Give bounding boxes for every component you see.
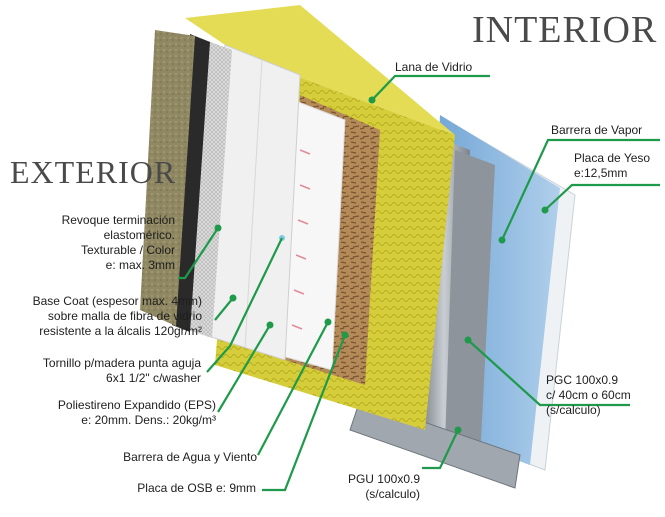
- placa-de-yeso-line-2: e:12,5mm: [574, 166, 650, 181]
- label-revoque: Revoque terminación elastomérico. Textur…: [62, 213, 175, 273]
- base-coat-line-2: sobre malla de fibra de vidrio: [33, 309, 202, 324]
- label-barrera-de-vapor: Barrera de Vapor: [551, 123, 642, 138]
- placa-de-yeso-line-1: Placa de Yeso: [574, 151, 650, 166]
- label-tornillo: Tornillo p/madera punta aguja 6x1 1/2" c…: [43, 356, 201, 386]
- interior-heading: INTERIOR: [472, 8, 657, 52]
- label-placa-de-yeso: Placa de Yeso e:12,5mm: [574, 151, 650, 181]
- pgu-line-2: (s/calculo): [348, 487, 420, 502]
- label-base-coat: Base Coat (espesor max. 4mm) sobre malla…: [33, 294, 202, 339]
- label-lana-de-vidrio: Lana de Vidrio: [395, 60, 472, 75]
- tornillo-line-1: Tornillo p/madera punta aguja: [43, 356, 201, 371]
- revoque-line-4: e: max. 3mm: [62, 258, 175, 273]
- revoque-line-2: elastomérico.: [62, 228, 175, 243]
- revoque-line-3: Texturable / Color: [62, 243, 175, 258]
- label-pgc: PGC 100x0.9 c/ 40cm o 60cm (s/calculo): [546, 373, 631, 418]
- base-coat-line-3: resistente a la álcalis 120gr/m²: [33, 324, 202, 339]
- label-barrera-agua-viento: Barrera de Agua y Viento: [123, 450, 257, 465]
- exterior-heading: EXTERIOR: [10, 154, 176, 191]
- label-pgu: PGU 100x0.9 (s/calculo): [348, 472, 420, 502]
- label-eps: Poliestireno Expandido (EPS) e: 20mm. De…: [58, 398, 216, 428]
- pgc-line-1: PGC 100x0.9: [546, 373, 631, 388]
- pgu-line-1: PGU 100x0.9: [348, 472, 420, 487]
- revoque-line-1: Revoque terminación: [62, 213, 175, 228]
- base-coat-line-1: Base Coat (espesor max. 4mm): [33, 294, 202, 309]
- eps-line-2: e: 20mm. Dens.: 20kg/m³: [58, 413, 216, 428]
- eps-line-1: Poliestireno Expandido (EPS): [58, 398, 216, 413]
- tornillo-line-2: 6x1 1/2" c/washer: [43, 371, 201, 386]
- pgc-line-2: c/ 40cm o 60cm: [546, 388, 631, 403]
- pgc-line-3: (s/calculo): [546, 403, 631, 418]
- label-osb: Placa de OSB e: 9mm: [137, 481, 256, 496]
